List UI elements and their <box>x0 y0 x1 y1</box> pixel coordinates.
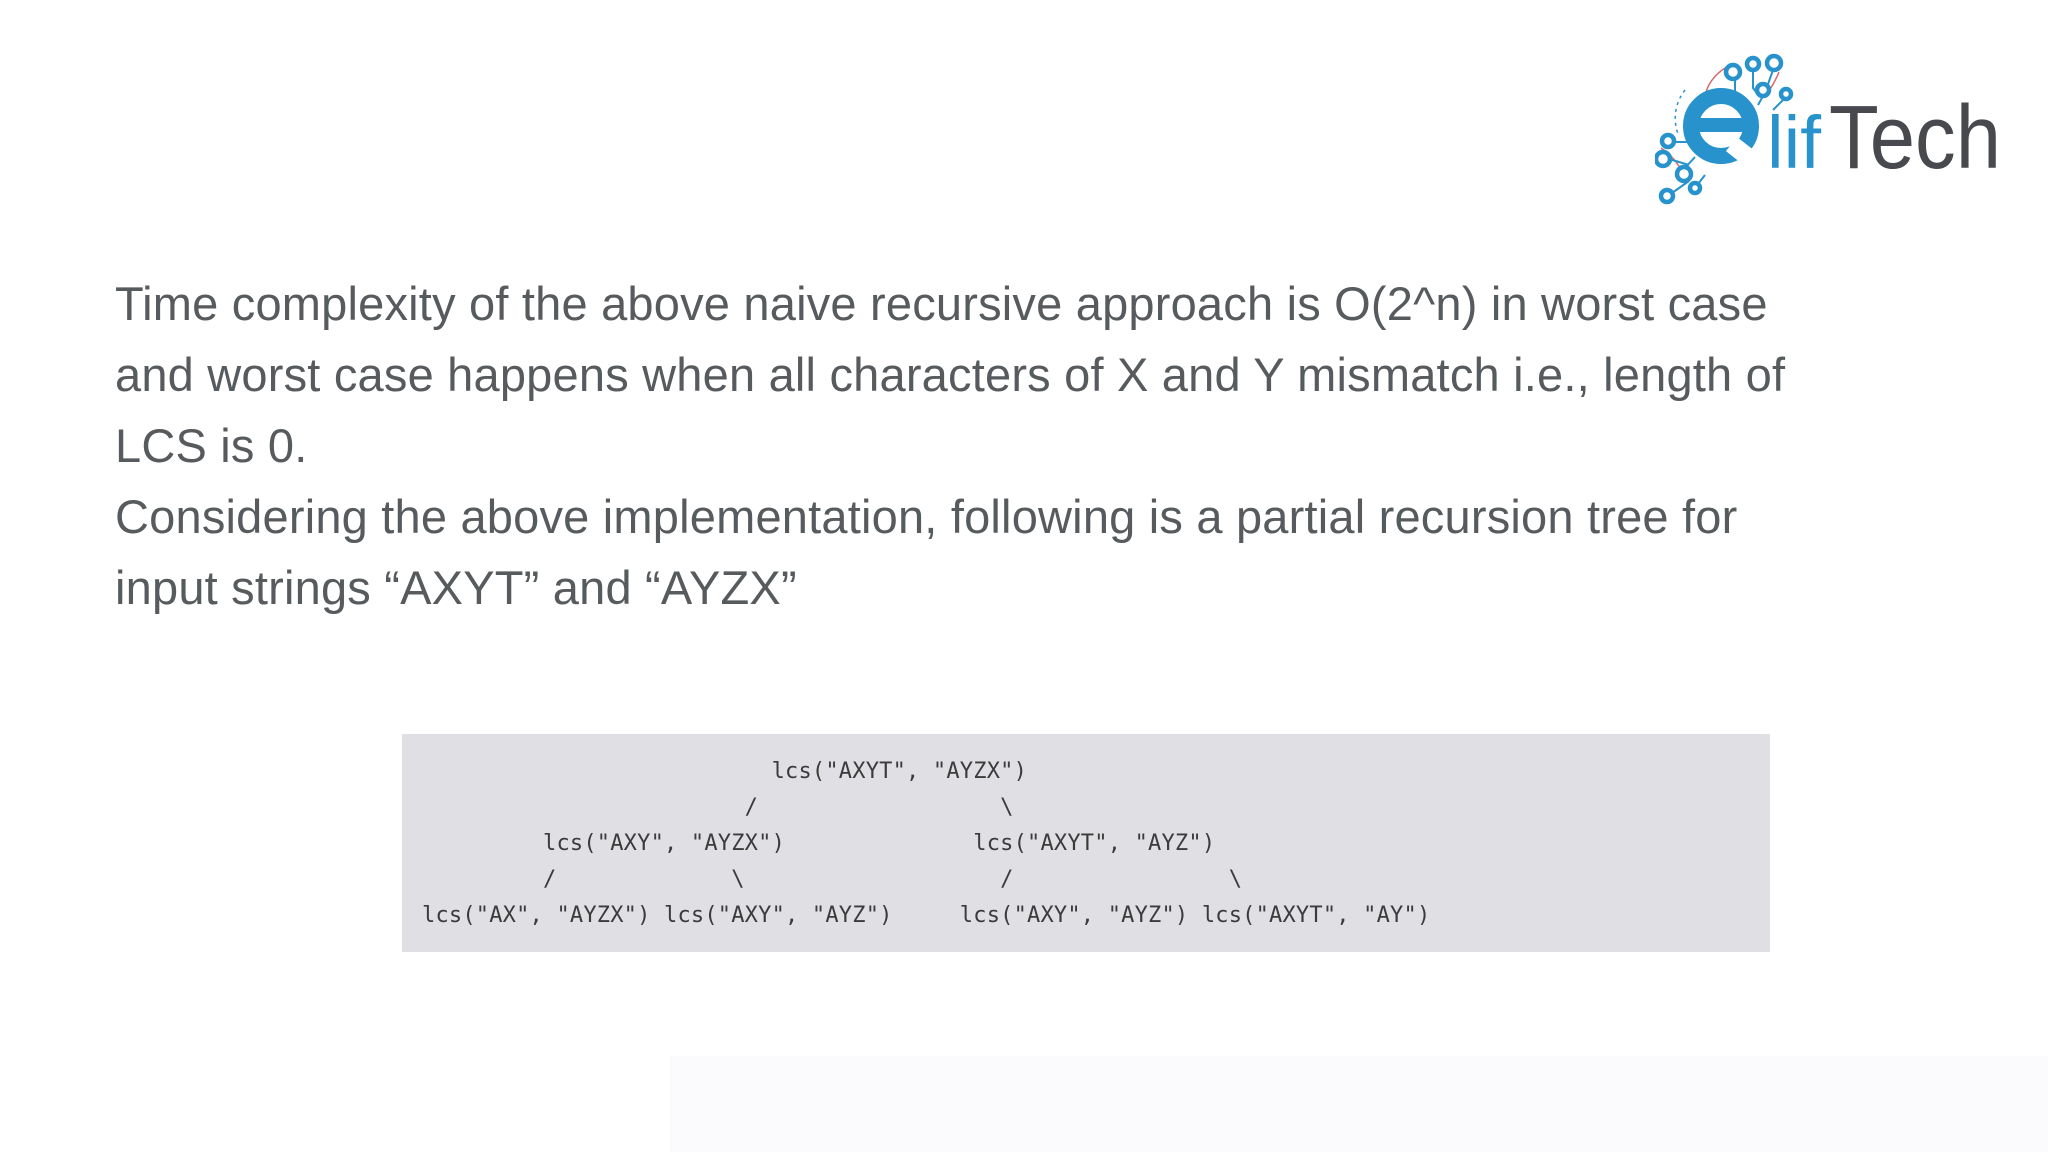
recursion-tree-pre: lcs("AXYT", "AYZX") / \ lcs("AXY", "AYZX… <box>422 759 1431 928</box>
body-text-line: input strings “AXYT” and “AYZX” <box>115 561 797 614</box>
circuit-dots-icon <box>1655 53 1794 205</box>
logo-text-elif: lif <box>1767 101 1821 184</box>
body-text-line: Considering the above implementation, fo… <box>115 490 1738 543</box>
body-text: Time complexity of the above naive recur… <box>115 268 2015 623</box>
body-text-line: Time complexity of the above naive recur… <box>115 277 1768 330</box>
eliftech-logo: lif Tech <box>1655 38 2015 208</box>
eliftech-logo-icon: lif Tech <box>1655 53 2001 205</box>
logo-text-tech: Tech <box>1829 88 2001 188</box>
body-text-line: LCS is 0. <box>115 419 308 472</box>
logo-e-icon <box>1683 88 1766 174</box>
recursion-tree-codeblock: lcs("AXYT", "AYZX") / \ lcs("AXY", "AYZX… <box>402 734 1770 952</box>
body-text-line: and worst case happens when all characte… <box>115 348 1786 401</box>
bottom-strip <box>670 1056 2048 1152</box>
